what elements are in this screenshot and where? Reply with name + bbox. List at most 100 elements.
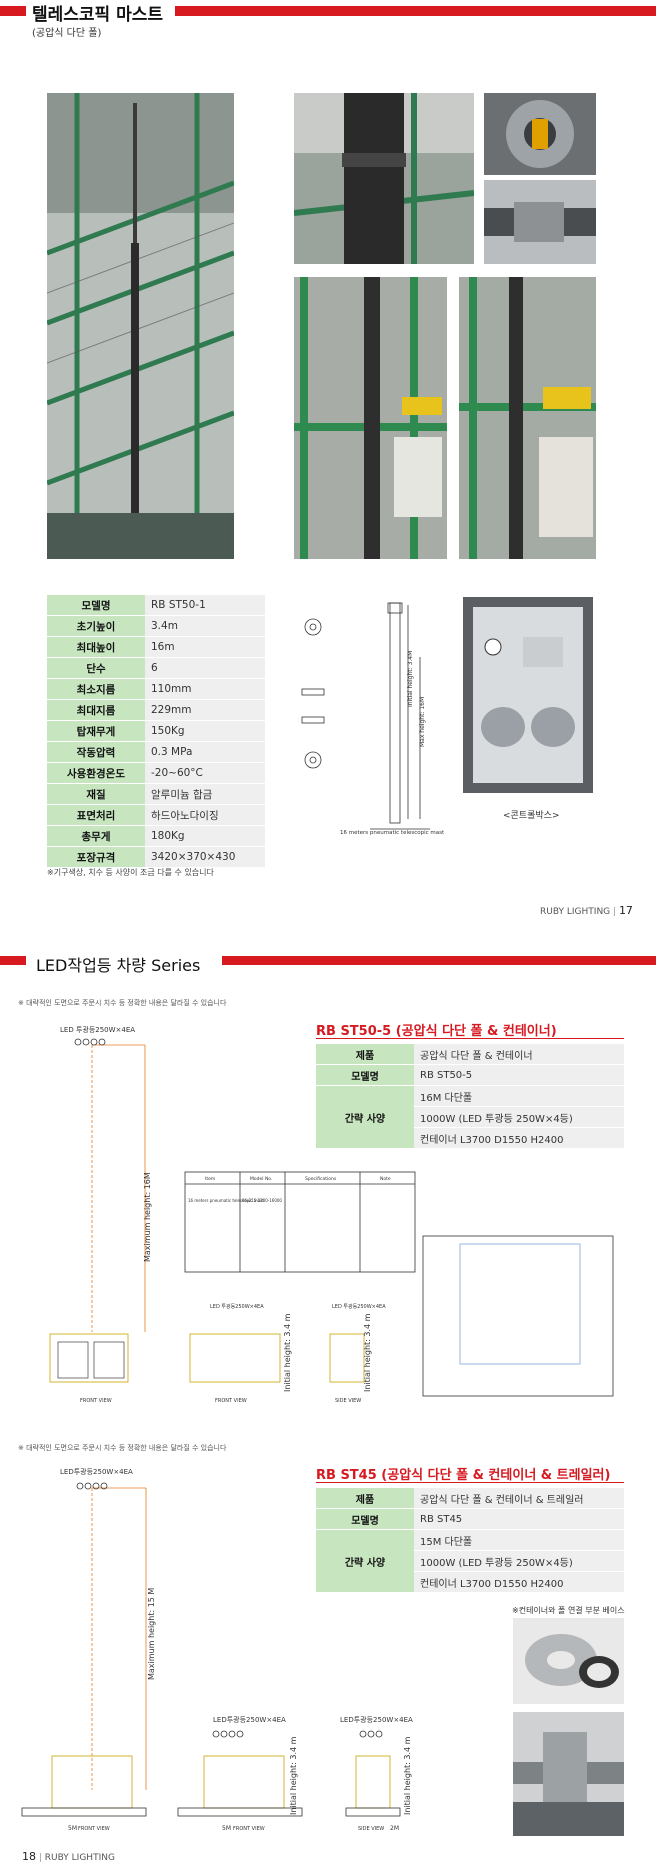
spec-row: 사용환경온도-20~60°C	[47, 762, 265, 784]
page-title: 텔레스코픽 마스트	[32, 5, 164, 25]
product2-title: RB ST45 (공압식 다단 폴 & 컨테이너 & 트레일러)	[316, 1468, 611, 1483]
svg-text:Maximum height: 16M: Maximum height: 16M	[143, 1172, 152, 1262]
spec-value: 16m	[145, 636, 265, 658]
svg-text:LED투광등250W×4EA: LED투광등250W×4EA	[60, 1468, 133, 1476]
page-number: 17	[618, 904, 633, 917]
footer-brand: RUBY LIGHTING	[44, 1853, 115, 1863]
title-rule	[175, 6, 656, 16]
svg-text:Maximum height: 15 M: Maximum height: 15 M	[147, 1588, 156, 1680]
spec-value: 0.3 MPa	[145, 741, 265, 763]
control-box-caption: <콘트롤박스>	[503, 811, 560, 821]
pole-base-photo	[513, 1712, 624, 1836]
spec-label: 최대높이	[47, 636, 145, 658]
spec-label: 표면처리	[47, 804, 145, 826]
svg-text:2M: 2M	[390, 1825, 399, 1832]
footer-brand: RUBY LIGHTING	[540, 907, 611, 917]
product1-title-rule	[316, 1038, 624, 1039]
svg-text:LED 투광등250W×4EA: LED 투광등250W×4EA	[210, 1303, 264, 1310]
mast-technical-drawing: Initial height: 3.4M Max height: 16M	[280, 597, 450, 849]
svg-text:Initial height: 3.4M: Initial height: 3.4M	[407, 651, 414, 707]
spec-value: -20~60°C	[145, 762, 265, 784]
svg-text:Initial height: 3.4 m: Initial height: 3.4 m	[289, 1736, 298, 1815]
svg-text:5M: 5M	[68, 1825, 77, 1832]
svg-text:FRONT VIEW: FRONT VIEW	[215, 1398, 247, 1404]
spec-value: 229mm	[145, 699, 265, 721]
svg-text:Item: Item	[205, 1176, 215, 1182]
svg-text:LED투광등250W×4EA: LED투광등250W×4EA	[213, 1716, 286, 1724]
svg-text:SIDE VIEW: SIDE VIEW	[358, 1826, 384, 1832]
svg-text:Specifications: Specifications	[305, 1176, 337, 1182]
spec-value: RB ST50-1	[145, 595, 265, 616]
detail-caption: ※컨테이너와 폴 연결 부분 베이스	[512, 1606, 625, 1615]
spec-label: 작동압력	[47, 741, 145, 763]
svg-text:5M: 5M	[222, 1825, 231, 1832]
section-accent-bar	[0, 956, 26, 965]
row-label: 모델명	[316, 1064, 414, 1086]
svg-text:Max height: 16M: Max height: 16M	[419, 697, 426, 747]
spec-note: ※기구색상, 치수 등 사양이 조금 다를 수 있습니다	[47, 868, 214, 877]
row-value: 공압식 다단 폴 & 컨테이너 & 트레일러	[414, 1488, 624, 1509]
svg-text:LED투광등250W×4EA: LED투광등250W×4EA	[340, 1716, 413, 1724]
page-subtitle: (공압식 다단 폴)	[32, 28, 102, 39]
spec-label: 간략 사양	[316, 1529, 414, 1593]
section-rule	[222, 956, 656, 965]
mast-photo-top-middle	[294, 93, 474, 264]
row-value: 공압식 다단 폴 & 컨테이너	[414, 1044, 624, 1065]
product2-title-rule	[316, 1482, 624, 1483]
spec-value: 알루미늄 합금	[145, 783, 265, 805]
row-label: 제품	[316, 1044, 414, 1065]
svg-text:SIDE VIEW: SIDE VIEW	[335, 1398, 361, 1404]
spec-label: 초기높이	[47, 615, 145, 637]
drawing-caption: 16 meters pneumatic telescopic mast	[340, 830, 445, 836]
svg-text:FRONT VIEW: FRONT VIEW	[233, 1826, 265, 1832]
mast-flange-photo	[484, 93, 596, 175]
svg-text:Note: Note	[380, 1176, 391, 1182]
spec-label: 사용환경온도	[47, 762, 145, 784]
page17-footer: RUBY LIGHTING | 17	[540, 904, 633, 917]
spec-value: 3420×370×430	[145, 846, 265, 868]
row-label: 모델명	[316, 1508, 414, 1530]
spec-value: 180Kg	[145, 825, 265, 847]
spec-value: 15M 다단폴	[414, 1529, 624, 1551]
footer-divider: |	[613, 907, 619, 917]
section-title: LED작업등 차량 Series	[36, 956, 201, 975]
spec-value: 하드아노다이징	[145, 804, 265, 826]
footer-divider: |	[38, 1853, 45, 1863]
spec-value: 1000W (LED 투광등 250W×4등)	[414, 1106, 624, 1128]
svg-text:LED 투광등250W×4EA: LED 투광등250W×4EA	[332, 1303, 386, 1310]
mast-tube-photo	[484, 180, 596, 264]
spec-label: 포장규격	[47, 846, 145, 868]
row-label: 제품	[316, 1488, 414, 1509]
svg-text:Initial height: 3.4 m: Initial height: 3.4 m	[403, 1736, 412, 1815]
svg-text:Model No.: Model No.	[250, 1176, 272, 1182]
svg-text:Initial height: 3.4 m: Initial height: 3.4 m	[363, 1313, 372, 1392]
svg-text:FRONT VIEW: FRONT VIEW	[78, 1826, 110, 1832]
mast-photo-large	[47, 93, 234, 559]
spec-value: 1000W (LED 투광등 250W×4등)	[414, 1550, 624, 1572]
control-box-photo	[463, 597, 593, 793]
spec-label: 총무게	[47, 825, 145, 847]
product1-title: RB ST50-5 (공압식 다단 폴 & 컨테이너)	[316, 1024, 557, 1039]
svg-text:Initial height: 3.4 m: Initial height: 3.4 m	[283, 1313, 292, 1392]
svg-text:16 meters pneumatic telescopic: 16 meters pneumatic telescopic mast	[188, 1198, 264, 1203]
row-value: RB ST45	[414, 1508, 624, 1530]
base-ring-photo	[513, 1618, 624, 1704]
svg-text:LED 투광등250W×4EA: LED 투광등250W×4EA	[60, 1026, 135, 1034]
spec-value: 3.4m	[145, 615, 265, 637]
spec-label: 간략 사양	[316, 1085, 414, 1149]
spec-value: 110mm	[145, 678, 265, 700]
spec-value: 16M 다단폴	[414, 1085, 624, 1107]
svg-text:FRONT VIEW: FRONT VIEW	[80, 1398, 112, 1404]
